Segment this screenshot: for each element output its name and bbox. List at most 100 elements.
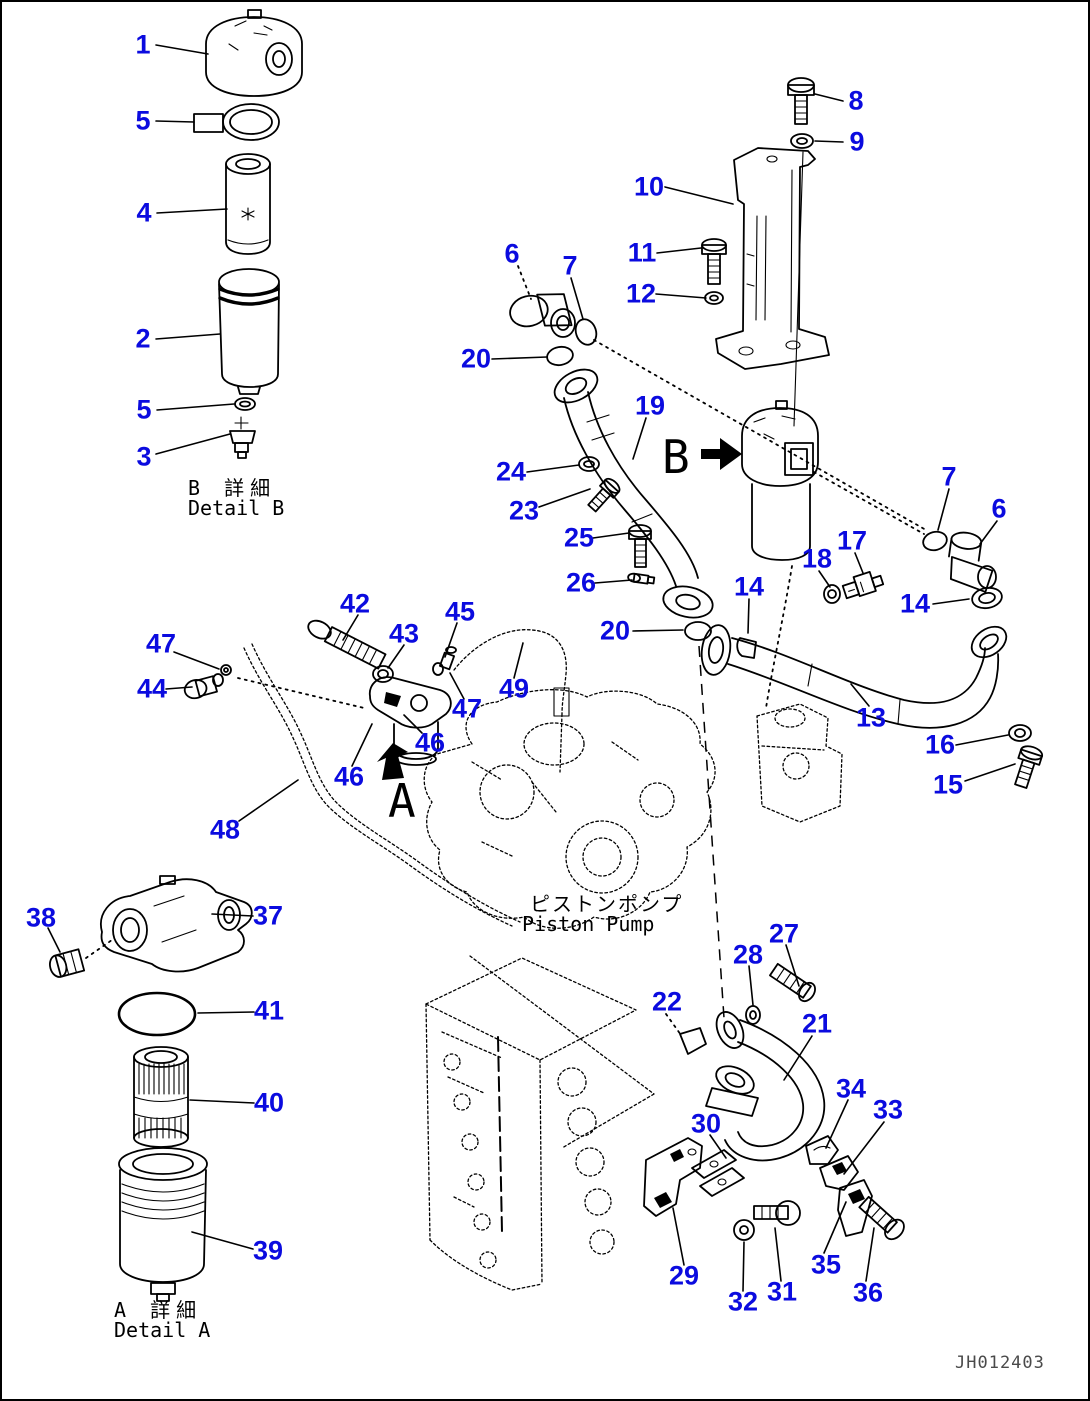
part-47b-ring-drawing [432, 662, 444, 676]
part-number-label-27: 27 [768, 918, 800, 949]
part-number-label-47: 47 [145, 628, 177, 659]
part-number-label-38: 38 [25, 902, 57, 933]
detail-a-label-jp: A 詳細 [114, 1298, 203, 1322]
part-number-label-46: 46 [333, 761, 365, 792]
part-number-label-20: 20 [460, 343, 492, 374]
part-31-bolt-drawing [753, 1200, 801, 1226]
part-number-label-33: 33 [872, 1094, 904, 1125]
part-number-label-43: 43 [388, 618, 420, 649]
part-number-label-5: 5 [135, 105, 151, 136]
part-40-element-drawing [133, 1046, 189, 1148]
part-number-label-30: 30 [690, 1108, 722, 1139]
filter-b-assembly [741, 400, 819, 561]
part-number-label-7: 7 [941, 461, 957, 492]
part-30-clamp-drawing [691, 1149, 745, 1197]
part-number-label-9: 9 [849, 126, 865, 157]
part-36-bolt-drawing [858, 1195, 905, 1241]
alignment-dotted-line [593, 339, 927, 531]
part-48-tube-drawing [243, 643, 521, 927]
drawing-code: JH012403 [955, 1353, 1045, 1373]
view-b-arrow-icon [701, 438, 742, 470]
part-8-bolt-drawing [787, 77, 815, 125]
alignment-dotted-line [765, 565, 793, 709]
part-44-elbow-drawing [183, 673, 224, 700]
part-number-label-7: 7 [562, 250, 578, 281]
part-number-label-29: 29 [668, 1260, 700, 1291]
alignment-dotted-line [813, 471, 925, 535]
part-number-label-19: 19 [634, 390, 666, 421]
part-29-bracket-drawing [643, 1137, 703, 1217]
part-20-plug-drawing [546, 345, 574, 367]
part-number-label-25: 25 [563, 522, 595, 553]
part-number-label-34: 34 [835, 1073, 867, 1104]
part-number-label-4: 4 [136, 197, 152, 228]
part-number-label-21: 21 [801, 1008, 833, 1039]
part-39-case-drawing [118, 1147, 208, 1302]
part-number-label-48: 48 [209, 814, 241, 845]
part-45-fitting-drawing [439, 646, 457, 671]
part-35-clamp-drawing [837, 1179, 873, 1237]
part-number-label-6: 6 [504, 238, 520, 269]
part-number-label-14: 14 [733, 571, 765, 602]
part-10-bracket-drawing [715, 147, 830, 370]
part-11-bolt-drawing [701, 238, 727, 285]
part-24-washer-drawing [578, 456, 600, 472]
part-3-plug-drawing [229, 416, 256, 459]
part-number-label-28: 28 [732, 939, 764, 970]
part-number-label-42: 42 [339, 588, 371, 619]
part-21-tube-drawing [705, 1011, 826, 1162]
control-valve-sketch [425, 955, 655, 1291]
part-6-elbow-drawing [509, 293, 576, 338]
part-number-label-35: 35 [810, 1249, 842, 1280]
part-22-plug-drawing [679, 1027, 707, 1055]
part-number-label-23: 23 [508, 495, 540, 526]
part-14b-oring-drawing [971, 586, 1003, 610]
part-32-nut-drawing [733, 1219, 755, 1241]
piston-pump-label-jp: ピストンポンプ [530, 892, 684, 916]
view-a-arrow-icon [377, 743, 408, 780]
part-2-case-drawing [218, 268, 280, 395]
part-number-label-40: 40 [253, 1087, 285, 1118]
view-a-marker: A [388, 774, 416, 828]
piston-pump-label-en: Piston Pump [522, 912, 655, 936]
adapter-block-sketch [756, 703, 843, 823]
part-23-bolt-drawing [587, 477, 621, 513]
part-number-label-15: 15 [932, 769, 964, 800]
part-number-label-8: 8 [848, 85, 864, 116]
part-17-fitting-drawing [841, 570, 885, 600]
detail-a-label-en: Detail A [114, 1318, 211, 1342]
detail-a-exploded-view [49, 875, 253, 1302]
part-number-label-17: 17 [836, 525, 868, 556]
part-number-label-18: 18 [801, 543, 833, 574]
part-number-label-16: 16 [924, 729, 956, 760]
part-37-head-drawing [100, 875, 253, 973]
part-34-clamp-drawing [805, 1135, 839, 1165]
part-47-ring-drawing [220, 664, 232, 676]
part-5b-oring-drawing [234, 397, 256, 411]
part-number-label-37: 37 [252, 900, 284, 931]
part-number-label-44: 44 [136, 673, 168, 704]
detail-b-label-en: Detail B [188, 496, 285, 520]
part-number-label-47: 47 [451, 693, 483, 724]
part-28-washer-drawing [745, 1005, 761, 1025]
part-15-bolt-drawing [1014, 745, 1044, 789]
piston-pump-sketch [423, 689, 716, 929]
part-6b-elbow-drawing [948, 531, 997, 593]
detail-b-exploded-view [193, 9, 303, 459]
part-4-element-drawing [225, 153, 271, 255]
part-number-label-31: 31 [766, 1276, 798, 1307]
part-number-label-32: 32 [727, 1286, 759, 1317]
part-9-washer-drawing [790, 133, 814, 149]
leader-lines [47, 44, 1016, 1292]
part-number-label-39: 39 [252, 1235, 284, 1266]
part-number-label-2: 2 [135, 323, 151, 354]
part-27-bolt-drawing [769, 962, 816, 1003]
part-number-label-1: 1 [135, 29, 151, 60]
tube-21-assembly [643, 962, 905, 1241]
part-18-clamp-drawing [823, 584, 841, 604]
part-12-nut-drawing [704, 291, 724, 305]
part-43-nut-drawing [372, 665, 394, 683]
part-number-label-13: 13 [855, 702, 887, 733]
part-13-hose-drawing [700, 624, 1008, 729]
